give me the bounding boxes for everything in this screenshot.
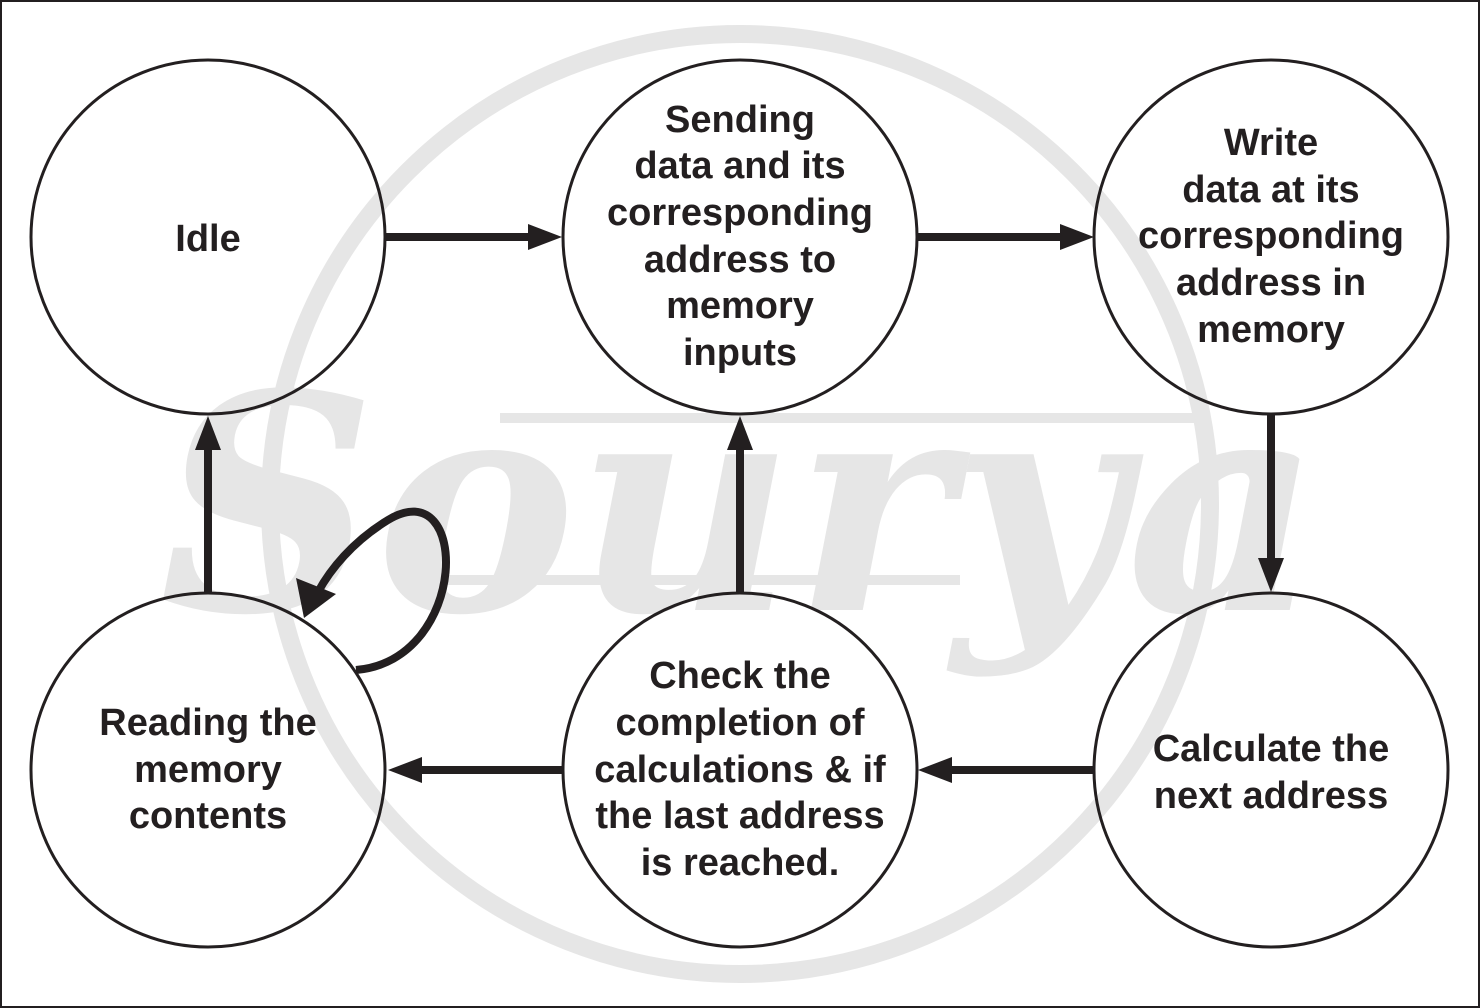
node-sending-label-line-4: address to xyxy=(644,239,836,281)
node-check-label-line-5: is reached. xyxy=(641,842,840,884)
arrowhead-sending-to-write xyxy=(1060,224,1094,250)
node-labels: Idle Sending data and its corresponding … xyxy=(99,99,1404,884)
arrowhead-reading-to-idle xyxy=(195,416,221,450)
node-reading xyxy=(29,591,387,949)
node-calculate-label-line-1: Calculate the xyxy=(1153,728,1390,770)
node-calculate-label-line-2: next address xyxy=(1154,775,1388,817)
arrowhead-reading-self-loop xyxy=(296,578,336,618)
node-write-label-line-3: corresponding xyxy=(1138,215,1404,257)
node-reading-label-line-1: Reading the xyxy=(99,702,316,744)
node-write-label-line-4: address in xyxy=(1176,262,1366,304)
node-check xyxy=(561,591,919,949)
node-check-label-line-4: the last address xyxy=(595,795,884,837)
node-sending-label-line-3: corresponding xyxy=(607,192,873,234)
arrowhead-write-to-calculate xyxy=(1258,558,1284,592)
node-sending-label-line-5: memory xyxy=(666,285,814,327)
edge-reading-self-loop xyxy=(314,507,450,674)
node-check-label-line-1: Check the xyxy=(649,655,831,697)
arrowhead-idle-to-sending xyxy=(528,224,562,250)
node-check-label-line-3: calculations & if xyxy=(594,749,886,791)
node-reading-label-line-3: contents xyxy=(129,795,287,837)
watermark-ring xyxy=(261,25,1219,983)
node-write-label-line-5: memory xyxy=(1197,309,1345,351)
node-write-label-line-2: data at its xyxy=(1182,169,1359,211)
arrowhead-check-to-reading xyxy=(388,757,422,783)
node-idle xyxy=(29,58,387,416)
node-calculate xyxy=(1092,591,1450,949)
node-sending-label-line-1: Sending xyxy=(665,99,815,141)
arrowhead-calculate-to-check xyxy=(918,757,952,783)
node-reading-label-line-2: memory xyxy=(134,749,282,791)
edges xyxy=(195,224,1284,783)
node-write xyxy=(1092,58,1450,416)
node-check-label-line-2: completion of xyxy=(615,702,864,744)
arrowhead-check-to-sending xyxy=(727,416,753,450)
nodes xyxy=(29,58,1450,949)
node-write-label-line-1: Write xyxy=(1224,122,1318,164)
node-idle-label-line-1: Idle xyxy=(175,218,240,260)
node-sending-label-line-2: data and its xyxy=(634,145,845,187)
node-sending-label-line-6: inputs xyxy=(683,332,797,374)
node-sending xyxy=(561,58,919,416)
